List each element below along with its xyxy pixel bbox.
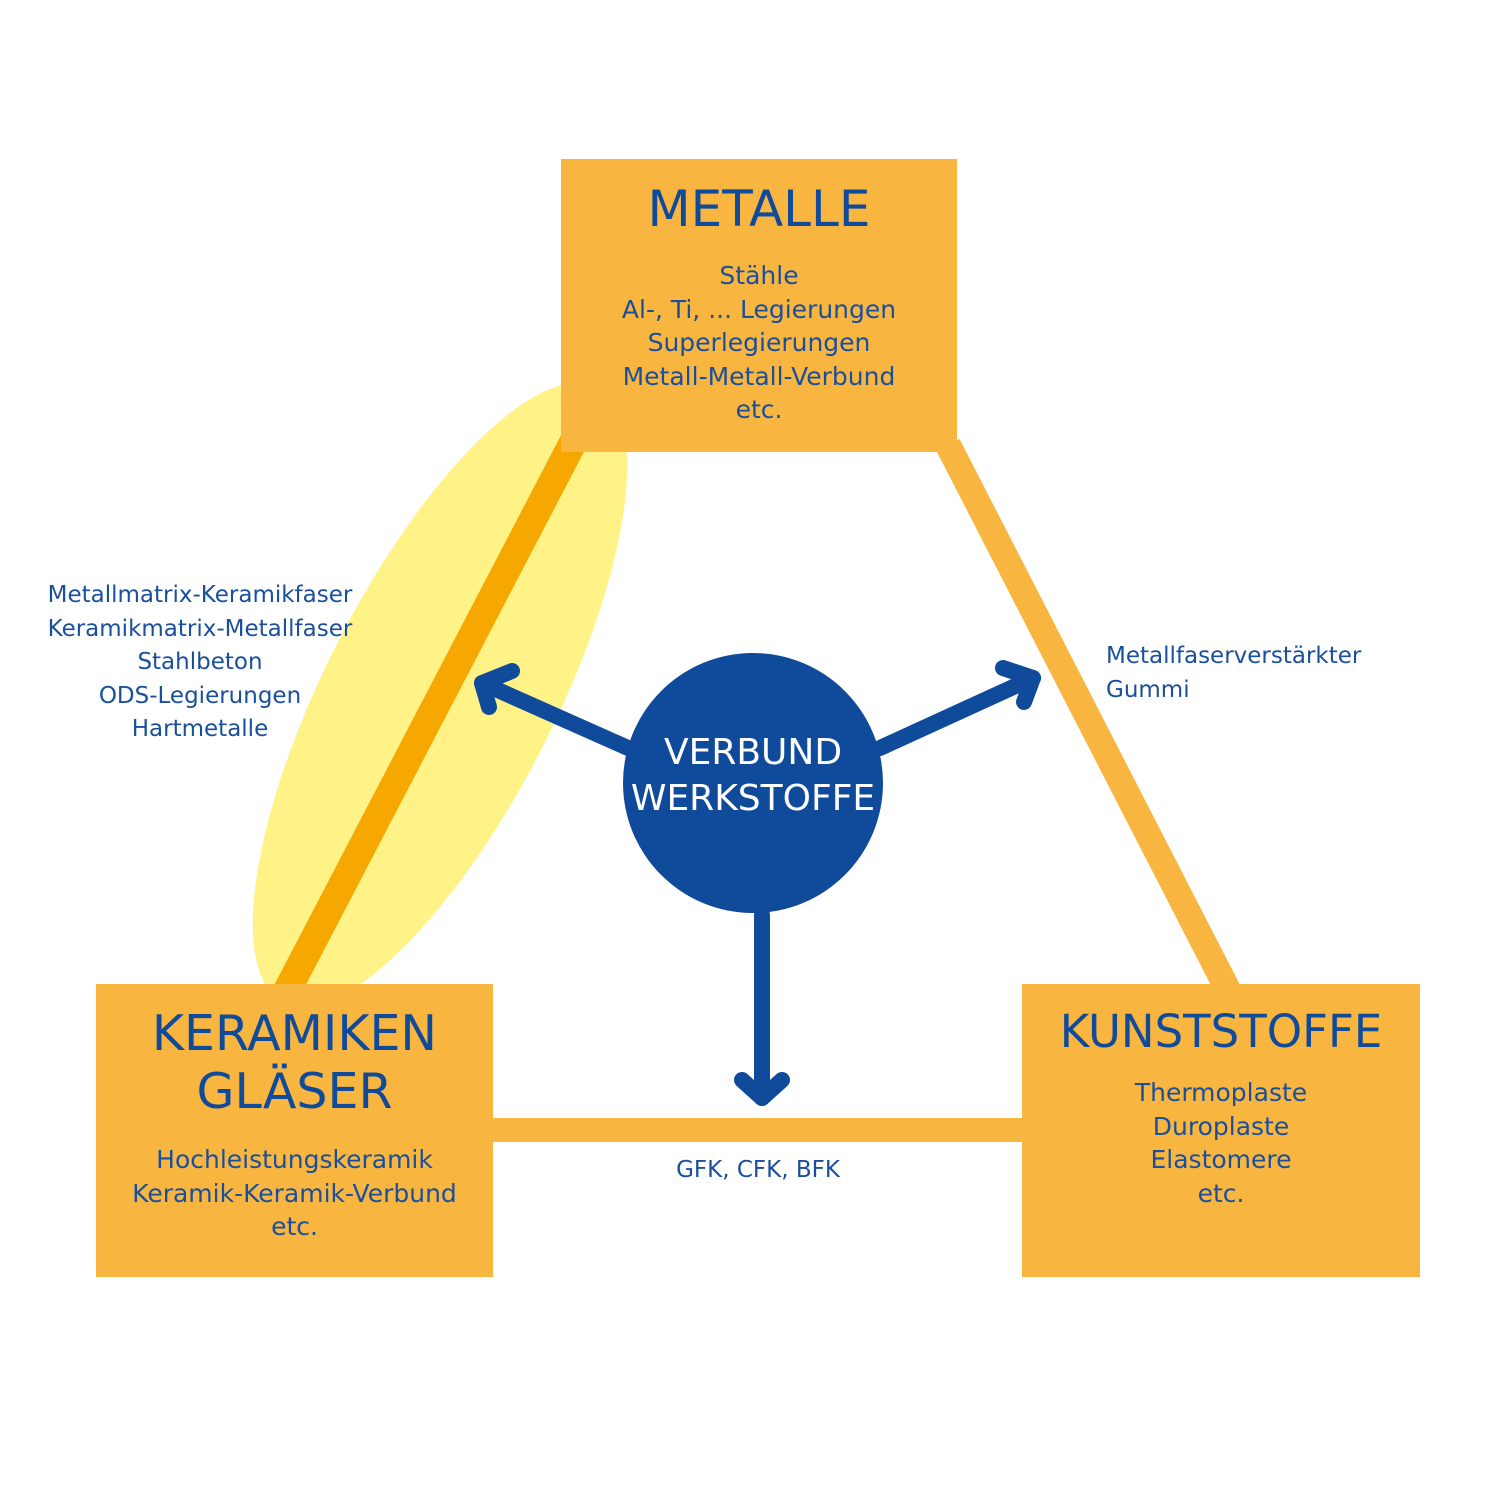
- center-circle: [623, 653, 883, 913]
- metalle-item: Al-, Ti, ... Legierungen: [621, 294, 897, 324]
- kunststoffe-item: etc.: [1197, 1178, 1245, 1208]
- edge-item: Hartmetalle: [131, 716, 269, 742]
- kunststoffe-items: Thermoplaste Duroplaste Elastomere etc.: [1022, 1076, 1420, 1210]
- metalle-box: [561, 159, 957, 452]
- kunststoffe-item: Duroplaste: [1152, 1111, 1290, 1141]
- edge-item: Gummi: [1106, 676, 1190, 703]
- keramiken-item: Hochleistungskeramik: [156, 1145, 433, 1174]
- arrow-right: [872, 660, 1041, 756]
- connector-metal-plastic: [936, 439, 1240, 996]
- keramiken-items: Hochleistungskeramik Keramik-Keramik-Ver…: [96, 1143, 493, 1244]
- metalle-item: etc.: [735, 395, 783, 424]
- keramiken-box: [96, 984, 493, 1277]
- keramiken-item: Keramik-Keramik-Verbund: [132, 1178, 457, 1208]
- kunststoffe-item: Thermoplaste: [1134, 1078, 1308, 1107]
- metalle-item: Superlegierungen: [647, 328, 871, 357]
- center-label-line: WERKSTOFFE: [630, 778, 876, 819]
- edge-item: Metallmatrix-Keramikfaser: [47, 582, 353, 608]
- keramiken-title-line: GLÄSER: [196, 1063, 393, 1120]
- edge-item: Metallfaserverstärkter: [1106, 643, 1362, 669]
- metalle-item: Stähle: [719, 261, 799, 290]
- kunststoffe-title: KUNSTSTOFFE: [1059, 1005, 1383, 1058]
- arrow-left: [474, 663, 636, 756]
- connector-ceramic-plastic: [490, 1118, 1025, 1142]
- metalle-item: Metall-Metall-Verbund: [622, 361, 896, 391]
- keramiken-item: etc.: [271, 1212, 318, 1241]
- edge-item: Stahlbeton: [137, 649, 263, 675]
- edge-label-ceramic-plastic: GFK, CFK, BFK: [676, 1157, 840, 1183]
- edge-item: ODS-Legierungen: [98, 682, 302, 709]
- arrow-down: [734, 907, 790, 1106]
- keramiken-title-line: KERAMIKEN: [151, 1005, 438, 1062]
- center-label: VERBUND WERKSTOFFE: [623, 730, 883, 822]
- center-label-line: VERBUND: [663, 732, 843, 773]
- edge-label-metal-ceramic: Metallmatrix-Keramikfaser Keramikmatrix-…: [20, 579, 380, 747]
- metalle-items: Stähle Al-, Ti, ... Legierungen Superleg…: [561, 259, 957, 427]
- metalle-title: METALLE: [647, 180, 871, 238]
- kunststoffe-box: [1022, 984, 1420, 1277]
- connector-metal-ceramic: [265, 403, 603, 1015]
- edge-item: Keramikmatrix-Metallfaser: [47, 615, 353, 642]
- edge-label-metal-plastic: Metallfaserverstärkter Gummi: [1106, 640, 1361, 707]
- kunststoffe-item: Elastomere: [1150, 1145, 1292, 1174]
- keramiken-title: KERAMIKEN GLÄSER: [96, 1005, 493, 1121]
